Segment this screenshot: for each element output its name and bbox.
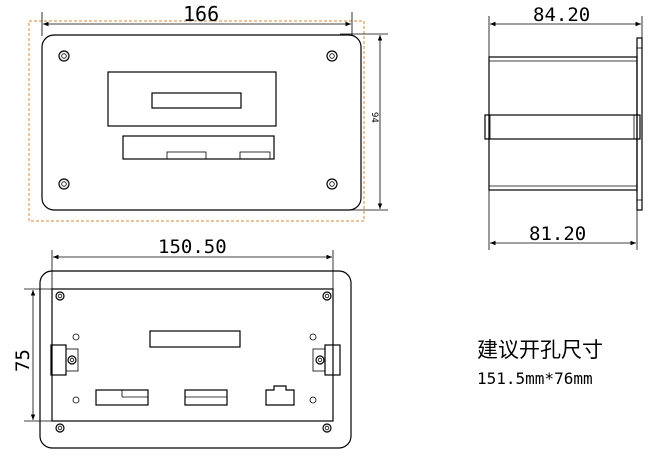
side-rod	[484, 114, 641, 140]
mount-hole-icon	[55, 291, 65, 301]
mount-hole-icon	[322, 291, 332, 301]
mount-hole-icon	[322, 423, 332, 433]
display-area	[151, 92, 242, 109]
front-outline-dashed	[28, 20, 365, 222]
cutout-title: 建议开孔尺寸	[477, 338, 603, 362]
mounting-clip-left	[50, 344, 79, 376]
rear-connector-2	[184, 389, 228, 406]
side-top-label: 84.20	[533, 4, 590, 26]
side-flange	[636, 37, 643, 211]
display-window	[107, 71, 277, 127]
front-width-label: 166	[183, 2, 219, 26]
screw-hole-icon	[58, 50, 70, 62]
side-bottom-label: 81.20	[529, 223, 586, 245]
rear-connector-1	[95, 389, 149, 406]
small-hole-icon	[309, 396, 317, 404]
side-view: 84.20 81.20	[484, 4, 643, 250]
rear-width-label: 150.50	[158, 236, 227, 258]
cutout-note: 建议开孔尺寸 151.5mm*76mm	[477, 338, 603, 388]
small-hole-icon	[72, 396, 80, 404]
cutout-size: 151.5mm*76mm	[477, 369, 593, 388]
screw-hole-icon	[326, 50, 338, 62]
front-panel	[41, 34, 362, 211]
front-view: 166 94	[28, 2, 388, 222]
rear-height-label: 75	[12, 349, 34, 372]
mount-hole-icon	[55, 423, 65, 433]
screw-hole-icon	[58, 178, 70, 190]
mounting-clip-right	[312, 344, 341, 376]
rear-top-component	[149, 330, 241, 348]
rear-view: 150.50 75	[12, 236, 352, 449]
small-hole-icon	[72, 333, 80, 341]
side-body	[488, 56, 638, 191]
small-hole-icon	[309, 333, 317, 341]
screw-hole-icon	[326, 178, 338, 190]
rear-connector-3	[265, 385, 295, 406]
rear-inner-frame	[51, 288, 334, 422]
front-height-label: 94	[369, 112, 379, 123]
rear-outer-frame	[39, 270, 352, 449]
front-connector	[122, 135, 275, 160]
